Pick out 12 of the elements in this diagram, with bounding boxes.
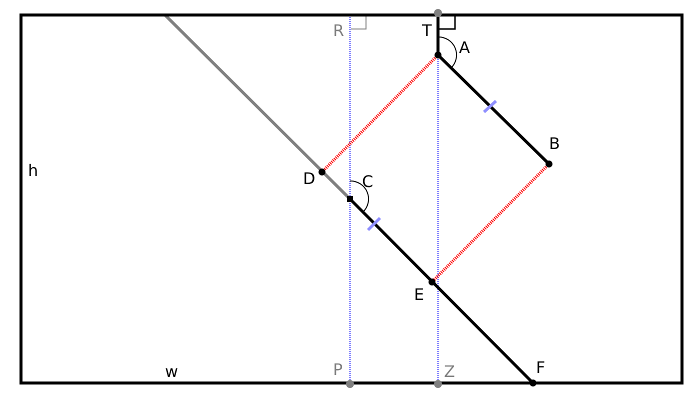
point-label: Z bbox=[444, 362, 455, 381]
point-label: E bbox=[414, 285, 424, 304]
point-label: D bbox=[303, 169, 316, 188]
point-label: P bbox=[333, 360, 343, 379]
dimension-label: w bbox=[165, 362, 178, 381]
dimension-label: h bbox=[28, 161, 38, 180]
point-label: R bbox=[333, 21, 344, 40]
point-label: T bbox=[422, 21, 432, 40]
point-label: C bbox=[362, 172, 374, 191]
point-label: F bbox=[536, 358, 546, 377]
point-label: A bbox=[459, 38, 470, 57]
point-label: B bbox=[549, 134, 560, 153]
